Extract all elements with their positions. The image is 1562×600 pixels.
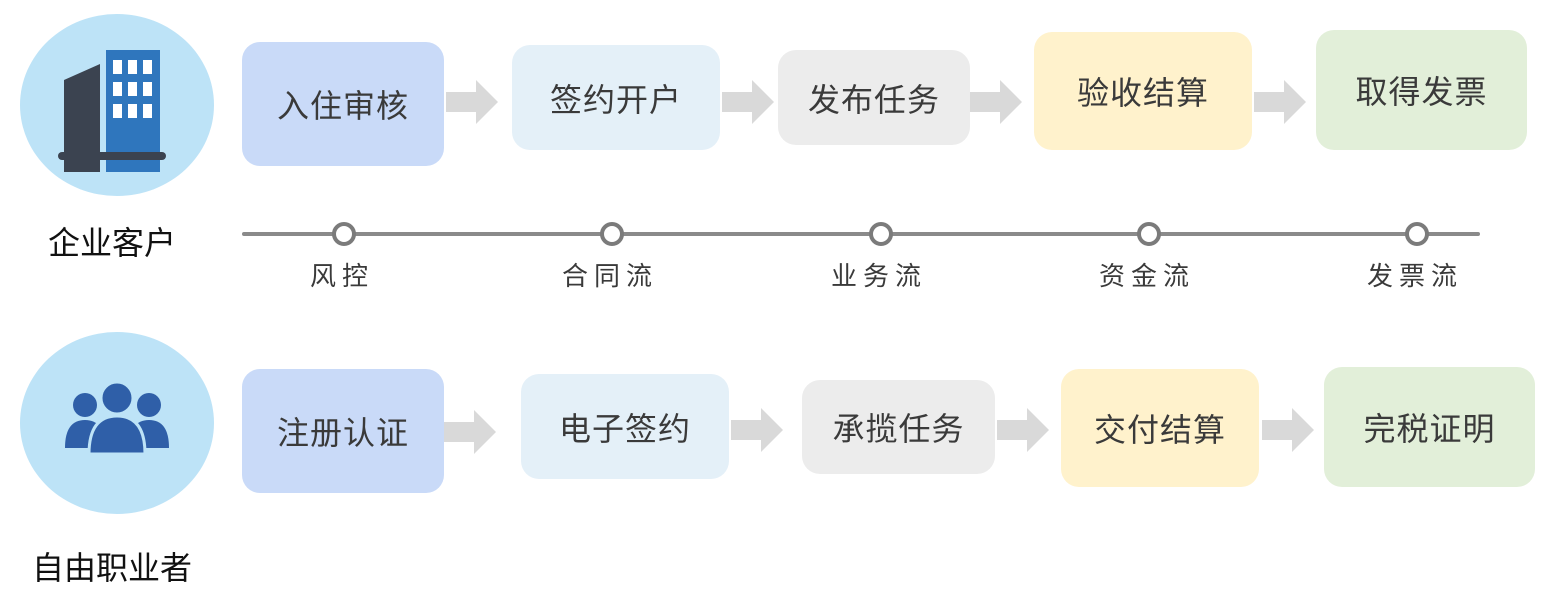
arrow-icon — [722, 80, 774, 124]
flow-dot — [1137, 222, 1161, 246]
arrow-icon — [444, 410, 496, 454]
arrow-icon — [1254, 80, 1306, 124]
freelancer-step-1: 注册认证 — [242, 369, 444, 493]
arrow-icon — [731, 408, 783, 452]
flow-label-risk: 风控 — [309, 262, 375, 292]
enterprise-step-3: 发布任务 — [778, 50, 970, 145]
flow-dot — [869, 222, 893, 246]
flow-label-invoice: 发票流 — [1366, 262, 1464, 292]
enterprise-step-4: 验收结算 — [1034, 32, 1252, 150]
freelancer-step-5: 完税证明 — [1324, 367, 1535, 487]
flow-label-funds: 资金流 — [1098, 262, 1196, 292]
people-group-icon — [65, 380, 169, 456]
enterprise-step-5: 取得发票 — [1316, 30, 1527, 150]
enterprise-step-2: 签约开户 — [512, 45, 720, 150]
freelancer-avatar — [20, 332, 214, 514]
arrow-icon — [446, 80, 498, 124]
flow-dot — [1405, 222, 1429, 246]
freelancer-step-2: 电子签约 — [521, 374, 729, 479]
flow-dot — [332, 222, 356, 246]
building-icon — [58, 50, 166, 172]
flow-label-business: 业务流 — [830, 262, 928, 292]
enterprise-avatar — [20, 14, 214, 196]
arrow-icon — [970, 80, 1022, 124]
flow-label-contract: 合同流 — [561, 262, 659, 292]
arrow-icon — [997, 408, 1049, 452]
freelancer-label: 自由职业者 — [32, 549, 193, 587]
flow-timeline — [242, 232, 1480, 236]
enterprise-label: 企业客户 — [48, 224, 177, 262]
enterprise-step-1: 入住审核 — [242, 42, 444, 166]
freelancer-step-3: 承揽任务 — [802, 380, 995, 474]
flow-dot — [600, 222, 624, 246]
freelancer-step-4: 交付结算 — [1061, 369, 1259, 487]
arrow-icon — [1262, 408, 1314, 452]
